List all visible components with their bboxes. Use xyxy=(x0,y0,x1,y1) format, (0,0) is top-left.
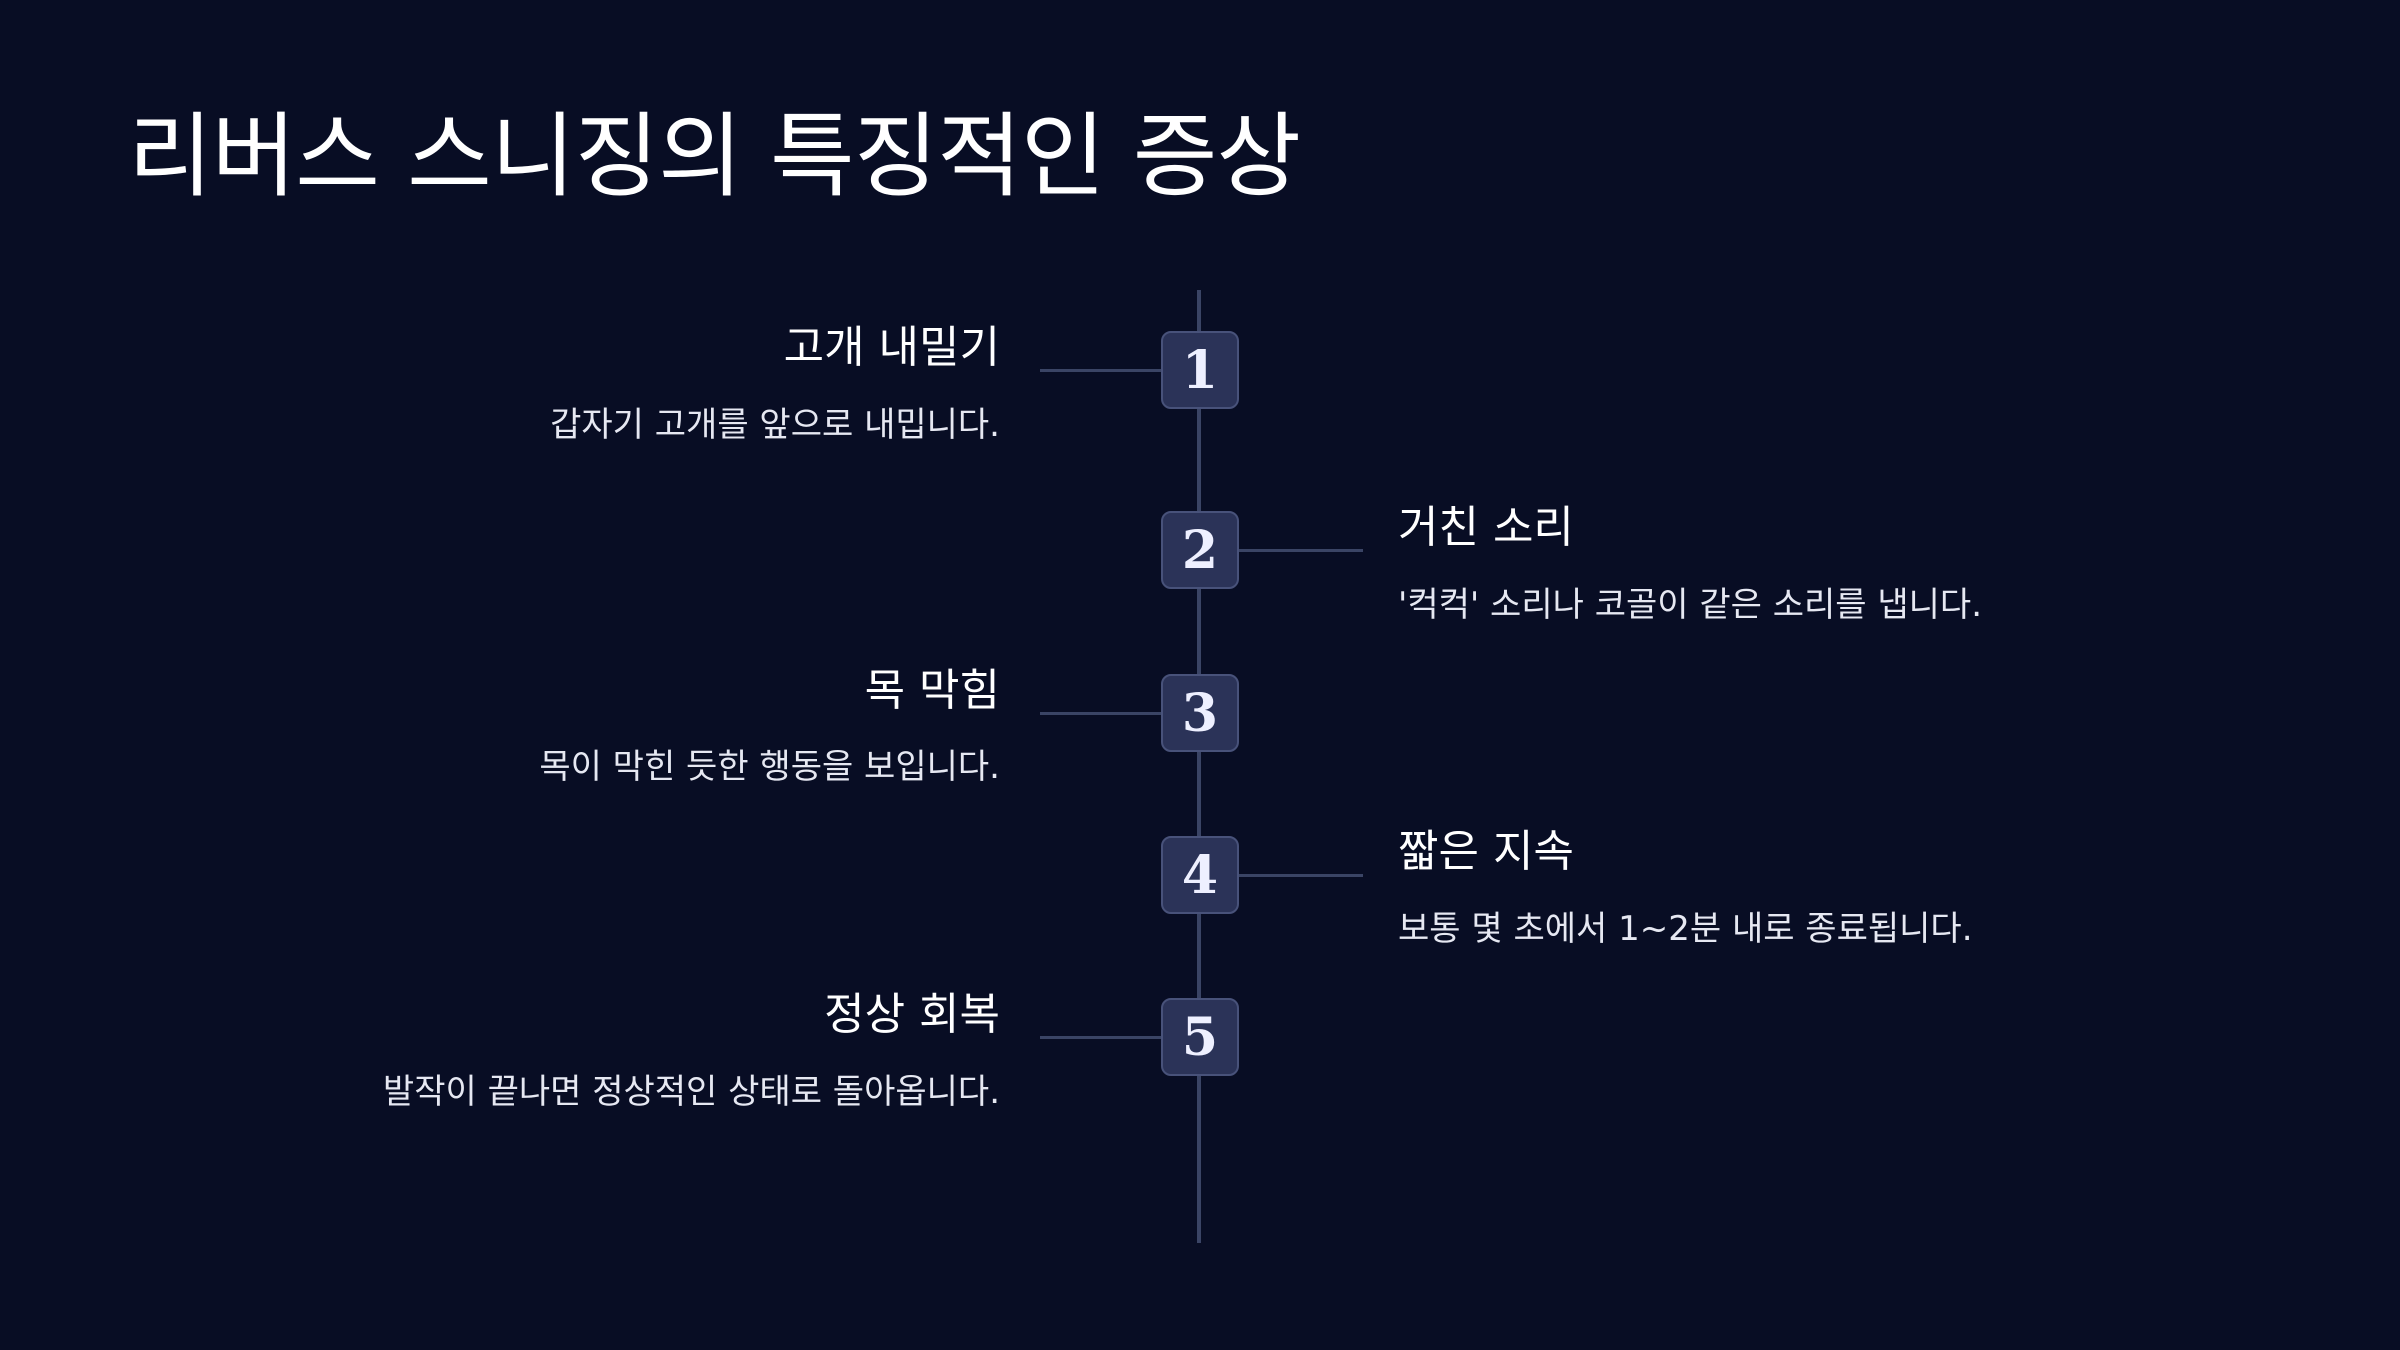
step-badge-4: 4 xyxy=(1161,836,1239,914)
connector-3 xyxy=(1040,712,1161,715)
step-badge-2: 2 xyxy=(1161,511,1239,589)
connector-4 xyxy=(1237,874,1363,877)
step-title-4: 짧은 지속 xyxy=(1398,826,1574,877)
step-title-3: 목 막힘 xyxy=(864,665,1000,716)
timeline-line xyxy=(1197,290,1201,1243)
step-desc-1: 갑자기 고개를 앞으로 내밉니다. xyxy=(550,405,1000,445)
step-title-2: 거친 소리 xyxy=(1398,502,1574,553)
step-desc-4: 보통 몇 초에서 1~2분 내로 종료됩니다. xyxy=(1398,909,1973,949)
connector-5 xyxy=(1040,1036,1161,1039)
step-desc-3: 목이 막힌 듯한 행동을 보입니다. xyxy=(539,747,1000,787)
connector-1 xyxy=(1040,369,1161,372)
step-badge-3: 3 xyxy=(1161,674,1239,752)
step-title-1: 고개 내밀기 xyxy=(783,322,1000,373)
connector-2 xyxy=(1237,549,1363,552)
step-badge-1: 1 xyxy=(1161,331,1239,409)
step-desc-2: '컥컥' 소리나 코골이 같은 소리를 냅니다. xyxy=(1398,585,1983,625)
step-title-5: 정상 회복 xyxy=(824,989,1000,1040)
page-title: 리버스 스니징의 특징적인 증상 xyxy=(128,103,1301,210)
step-badge-5: 5 xyxy=(1161,998,1239,1076)
step-desc-5: 발작이 끝나면 정상적인 상태로 돌아옵니다. xyxy=(382,1072,1000,1112)
